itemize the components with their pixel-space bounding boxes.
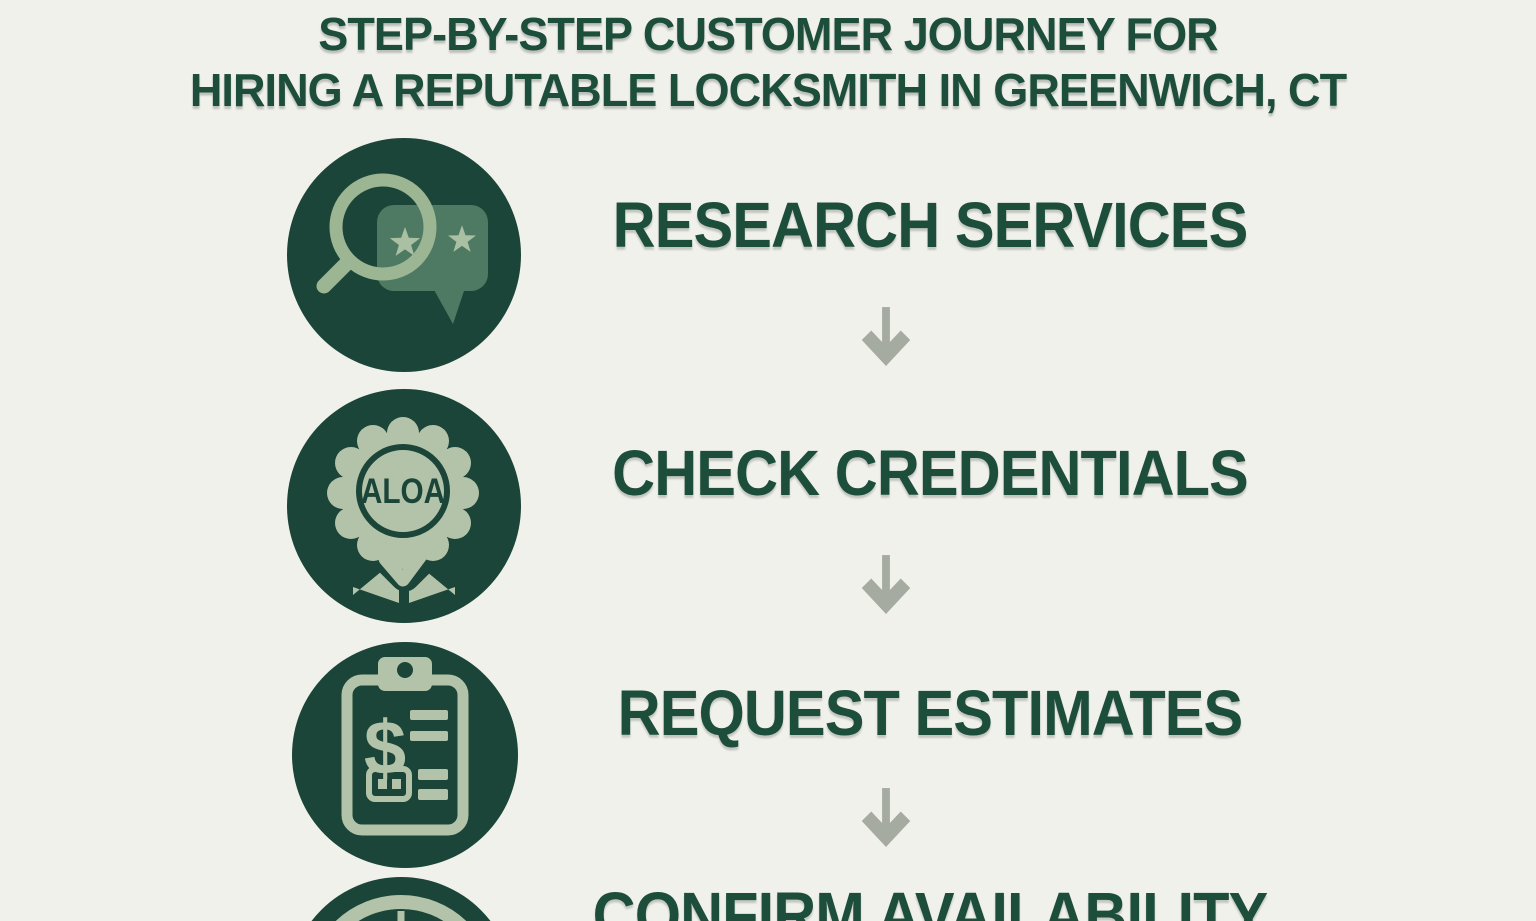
- down-arrow-icon: [860, 303, 912, 377]
- down-arrow-icon: [860, 784, 912, 858]
- aloa-certification-badge-icon: ALOA: [287, 389, 521, 623]
- page-title-line2: HIRING A REPUTABLE LOCKSMITH IN GREENWIC…: [189, 64, 1347, 116]
- down-arrow-icon: [860, 551, 912, 625]
- page-title-line1: STEP-BY-STEP CUSTOMER JOURNEY FOR: [318, 8, 1218, 60]
- estimate-clipboard-icon: $: [292, 642, 518, 868]
- step-label-research-services: RESEARCH SERVICES: [612, 189, 1249, 261]
- search-reviews-icon: [287, 138, 521, 372]
- page-title: STEP-BY-STEP CUSTOMER JOURNEY FOR HIRING…: [15, 6, 1520, 118]
- step-label-check-credentials: CHECK CREDENTIALS: [612, 437, 1249, 509]
- step-label-confirm-availability: CONFIRM AVAILABILITY: [592, 879, 1269, 921]
- step-label-request-estimates: REQUEST ESTIMATES: [617, 677, 1244, 749]
- clock-icon: [288, 877, 514, 921]
- aloa-badge-text: ALOA: [361, 472, 445, 511]
